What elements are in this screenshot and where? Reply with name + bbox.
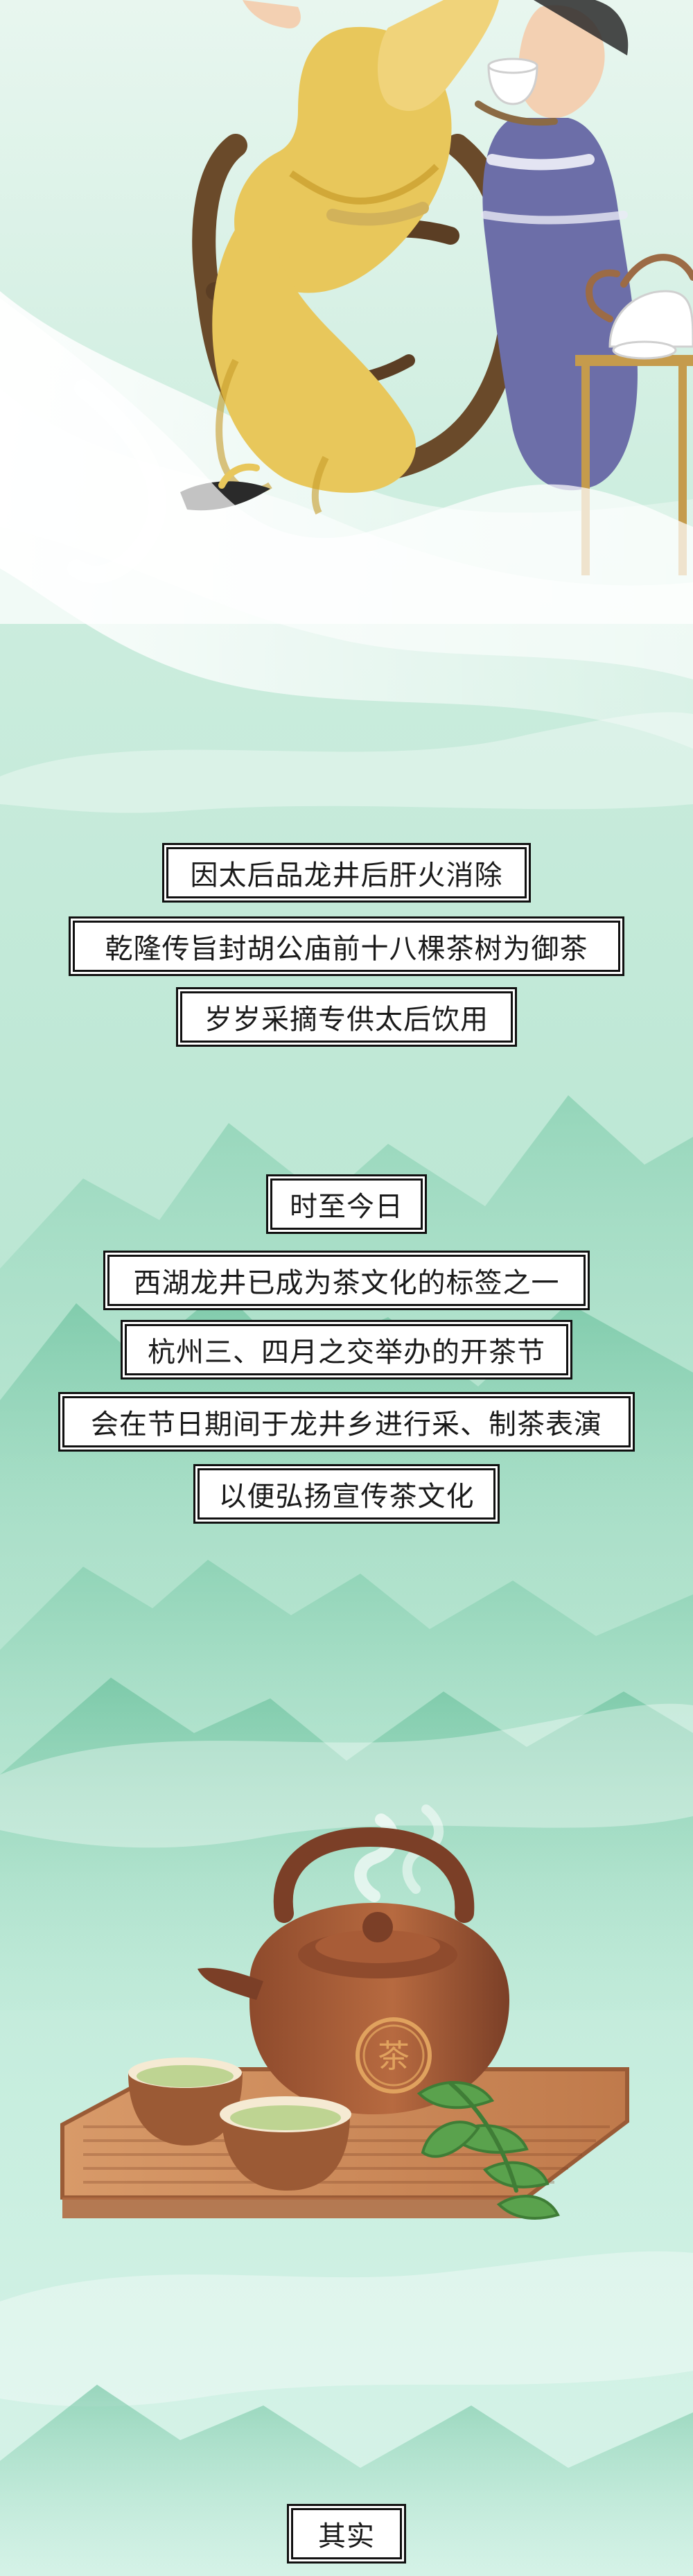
mist-band (0, 712, 693, 813)
emperor-figure (180, 0, 499, 515)
caption-2: 乾隆传旨封胡公庙前十八棵茶树为御茶 (73, 921, 620, 972)
mist-lower-2 (0, 2251, 693, 2407)
caption-8: 以便弘扬宣传茶文化 (198, 1468, 495, 1520)
caption-6-text: 杭州三、四月之交举办的开茶节 (148, 1337, 545, 1368)
caption-5: 西湖龙井已成为茶文化的标签之一 (107, 1255, 586, 1306)
caption-7: 会在节日期间于龙井乡进行采、制茶表演 (62, 1396, 631, 1447)
attendant-figure (475, 0, 638, 491)
caption-9: 其实 (291, 2508, 402, 2559)
caption-1: 因太后品龙井后肝火消除 (166, 847, 527, 898)
emperor-and-attendant-illustration (0, 0, 693, 624)
caption-4-text: 时至今日 (290, 1191, 403, 1223)
tea-emblem (356, 2017, 432, 2094)
caption-4: 时至今日 (270, 1178, 423, 1230)
caption-7-text: 会在节日期间于龙井乡进行采、制茶表演 (91, 1409, 602, 1441)
caption-3-text: 岁岁采摘专供太后饮用 (204, 1004, 489, 1036)
mountain-foot (0, 2385, 693, 2576)
caption-8-text: 以便弘扬宣传茶文化 (218, 1481, 475, 1513)
tea-cup-icon (128, 2057, 351, 2191)
caption-1-text: 因太后品龙井后肝火消除 (190, 860, 503, 891)
caption-2-text: 乾隆传旨封胡公庙前十八棵茶树为御茶 (105, 933, 588, 965)
tea-emblem-text: 茶 (378, 2037, 410, 2075)
caption-6: 杭州三、四月之交举办的开茶节 (125, 1324, 568, 1375)
tea-leaf-icon (416, 2081, 560, 2220)
caption-3: 岁岁采摘专供太后饮用 (180, 991, 513, 1043)
caption-9-text: 其实 (318, 2521, 375, 2552)
mist-lower-1 (0, 1703, 693, 1848)
teapot-icon: 茶 (198, 1827, 509, 2114)
caption-5-text: 西湖龙井已成为茶文化的标签之一 (133, 1267, 560, 1299)
mist-foreground (0, 298, 693, 624)
